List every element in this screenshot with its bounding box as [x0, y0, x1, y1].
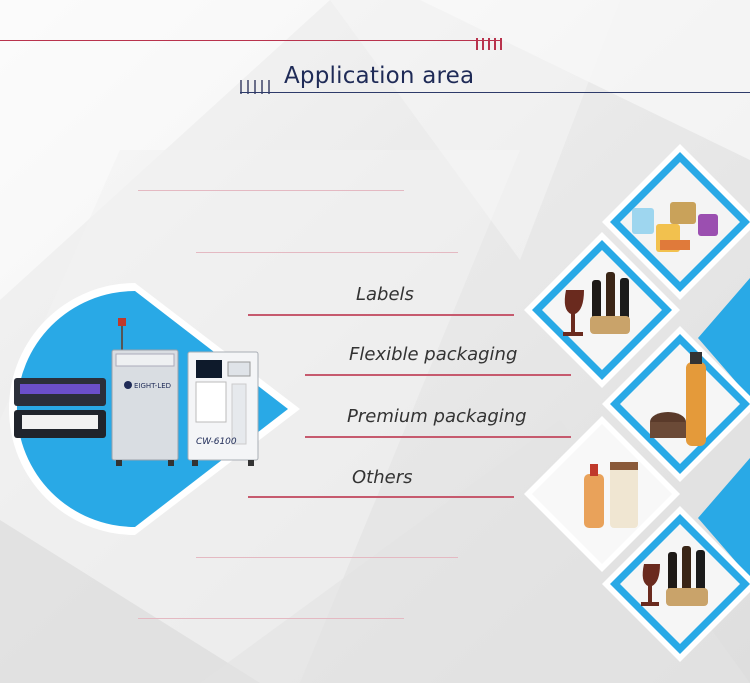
tile-partial: [698, 278, 750, 398]
category-flexible-packaging[interactable]: Flexible packaging: [349, 344, 518, 365]
title-underline: [240, 92, 750, 93]
controller-cabinet-image: EIGHT-LED: [111, 318, 179, 466]
tile-others[interactable]: [524, 416, 680, 572]
product-showcase: EIGHT-LED CW-6100: [9, 283, 300, 535]
category-underline: [248, 496, 514, 498]
uv-lamp-head-image: [14, 378, 106, 438]
tile-premium-wine-2[interactable]: [602, 506, 750, 662]
page-title: Application area: [284, 63, 475, 89]
decor-line: [138, 190, 404, 191]
category-underline: [248, 314, 514, 316]
brand-text: EIGHT-LED: [134, 382, 171, 390]
wine-bottles-image-2: [641, 546, 708, 606]
header-divider: [0, 40, 500, 41]
category-underline: [305, 436, 571, 438]
application-tiles: [524, 144, 750, 662]
decor-line: [138, 618, 404, 619]
title-tick-marks: [238, 80, 272, 94]
category-labels[interactable]: Labels: [356, 284, 414, 305]
wine-bottles-image: [563, 272, 630, 336]
tile-partial: [698, 458, 750, 578]
industrial-chiller-image: CW-6100: [187, 351, 259, 466]
header-tick-marks: [474, 38, 504, 50]
category-others[interactable]: Others: [352, 467, 413, 488]
category-premium-packaging[interactable]: Premium packaging: [347, 406, 527, 427]
tile-flexible-cosmetic[interactable]: [602, 326, 750, 482]
decor-line: [196, 252, 458, 253]
chiller-model: CW-6100: [196, 437, 237, 447]
decor-line: [196, 557, 458, 558]
cosmetic-bottle-image: [650, 352, 706, 446]
tile-premium-wine[interactable]: [524, 232, 680, 388]
spray-jar-image: [584, 462, 638, 528]
category-underline: [305, 374, 571, 376]
tile-labels[interactable]: [602, 144, 750, 300]
label-rolls-image: [632, 202, 718, 252]
